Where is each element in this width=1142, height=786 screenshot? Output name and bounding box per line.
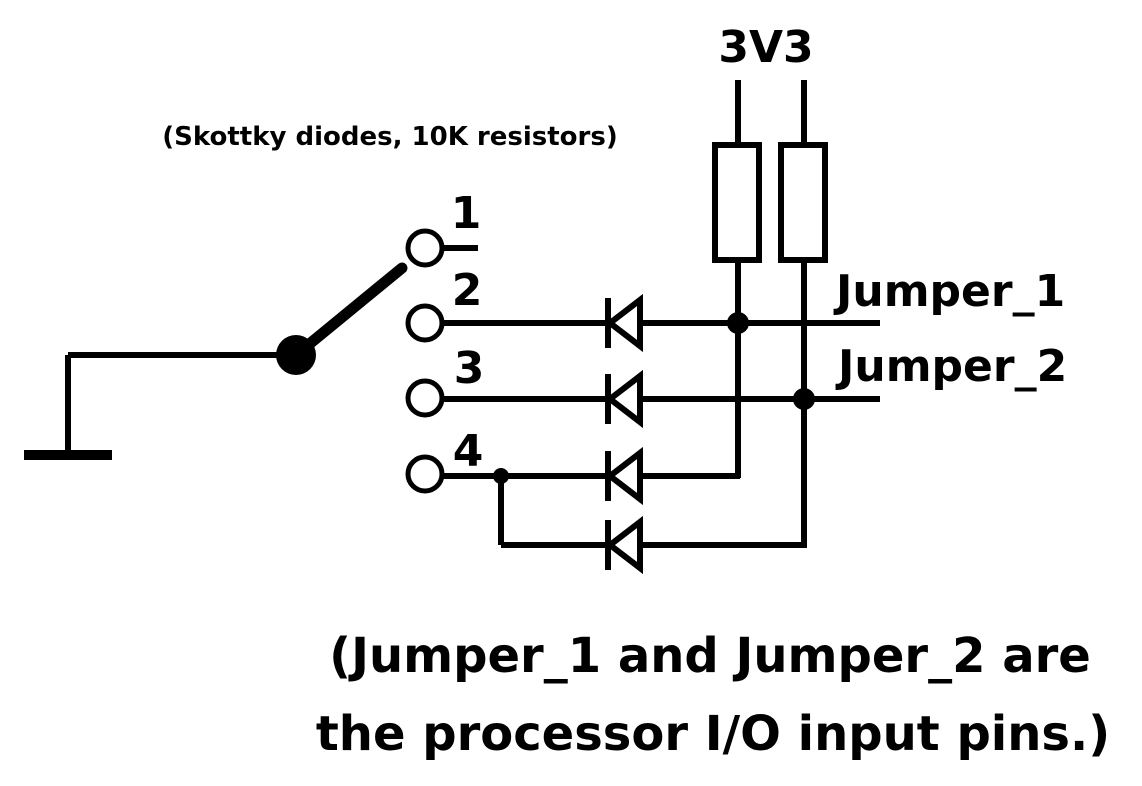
supply-label: 3V3 <box>718 22 813 73</box>
diode-position-2 <box>605 293 643 353</box>
switch-terminal-3 <box>405 378 445 418</box>
junction-position-4 <box>493 468 509 484</box>
switch-position-label-1: 1 <box>451 188 482 239</box>
switch-terminal-4 <box>405 454 445 494</box>
switch-terminal-1 <box>405 228 445 268</box>
switch-position-label-2: 2 <box>452 265 483 316</box>
pullup-resistor-1 <box>712 80 762 478</box>
junction-jumper-2 <box>793 388 815 410</box>
diode-position-3 <box>605 369 643 429</box>
footnote-line-2: the processor I/O input pins.) <box>316 706 1110 762</box>
jumper-2-label: Jumper_2 <box>835 341 1067 392</box>
footnote-line-1: (Jumper_1 and Jumper_2 are <box>329 628 1091 684</box>
jumper-1-label: Jumper_1 <box>833 266 1065 317</box>
switch-pivot <box>276 335 316 375</box>
rotary-switch <box>276 228 478 494</box>
switch-terminal-2 <box>405 303 445 343</box>
switch-position-label-3: 3 <box>454 343 485 394</box>
components-note: (Skottky diodes, 10K resistors) <box>162 122 617 152</box>
diode-position-4-a <box>605 446 643 506</box>
diode-position-4-b <box>605 515 643 575</box>
pullup-resistor-2 <box>778 80 828 548</box>
switch-lever <box>290 262 408 361</box>
ground-symbol <box>24 355 112 460</box>
junction-jumper-1 <box>727 312 749 334</box>
switch-position-label-4: 4 <box>453 426 484 477</box>
